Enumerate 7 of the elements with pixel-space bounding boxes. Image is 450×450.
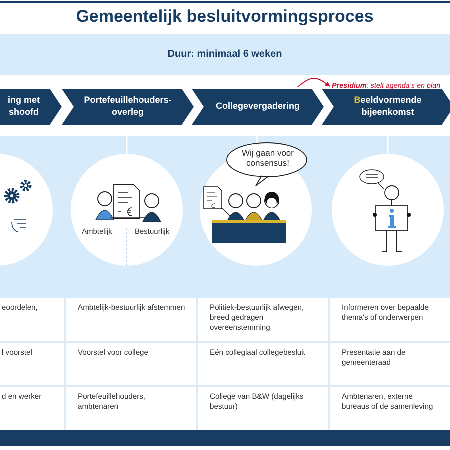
process-step: Collegevergadering	[192, 89, 324, 125]
curved-arrow	[298, 78, 330, 88]
speech-text: Wij gaan voor consensus!	[241, 148, 295, 168]
process-step: Beeldvormende bijeenkomst	[322, 89, 450, 125]
process-step: ing met shoofd	[0, 89, 62, 125]
title: Gemeentelijk besluitvormingsproces	[75, 7, 375, 27]
duration-label: Duur: minimaal 6 weken	[166, 49, 284, 60]
